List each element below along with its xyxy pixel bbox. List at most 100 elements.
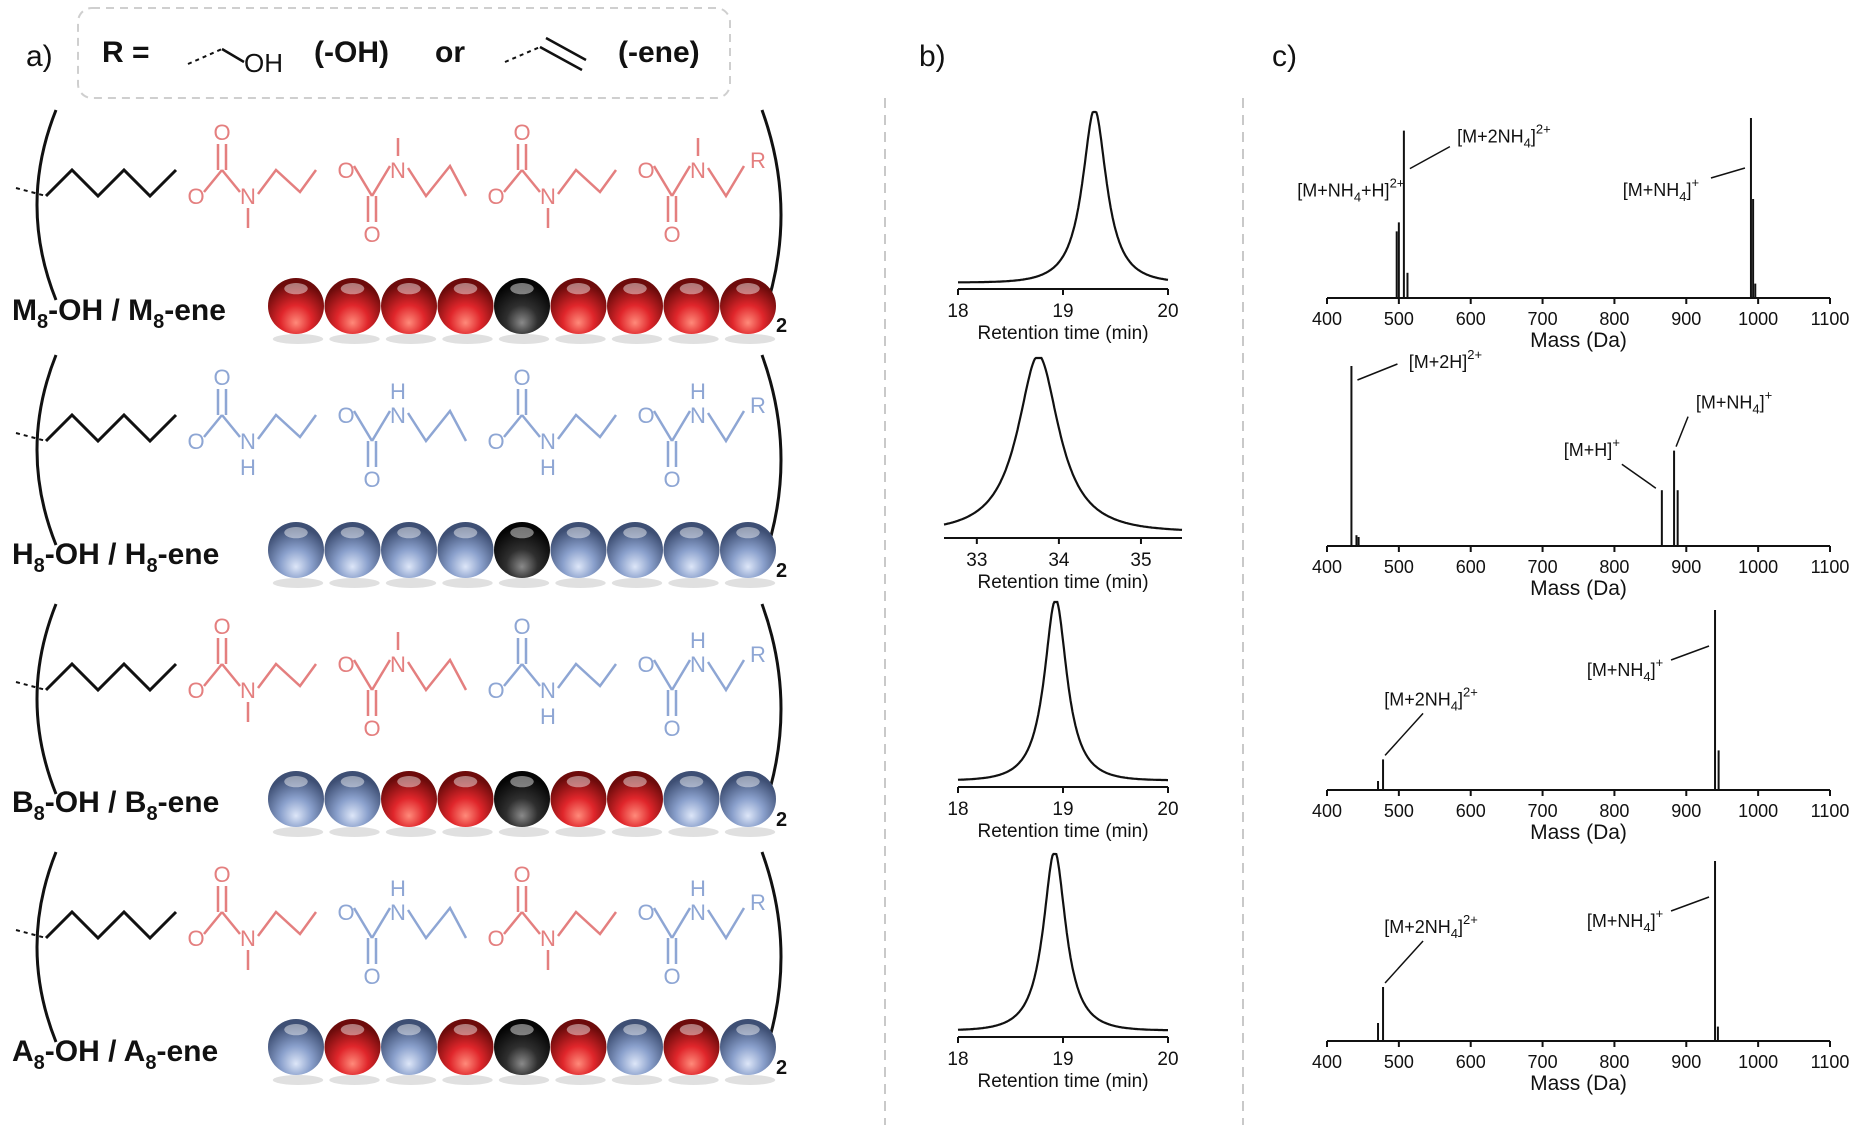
- annotation-text: [M+NH: [1297, 180, 1354, 200]
- annotation-text: [M+NH: [1696, 393, 1753, 413]
- bond: [670, 907, 692, 939]
- annotation-leader: [1621, 463, 1657, 489]
- x-tick-label: 1000: [1738, 1052, 1778, 1072]
- nitrogen-atom: N: [690, 900, 706, 925]
- alkyl-chain: [44, 412, 178, 444]
- x-tick-label: 33: [966, 550, 987, 571]
- open-parenthesis: [35, 603, 58, 795]
- carbonyl-bond: [216, 389, 228, 415]
- nitrogen-atom: N: [690, 652, 706, 677]
- bead-shadow: [385, 334, 437, 344]
- bead-hydrogen: [324, 771, 381, 827]
- bead-highlight: [284, 1024, 308, 1036]
- carbonyl-bond: [366, 938, 378, 964]
- annotation-text: ]: [1458, 689, 1463, 709]
- open-parenthesis: [35, 354, 58, 546]
- bead-highlight: [340, 283, 365, 295]
- bead-hydrogen: [437, 522, 494, 578]
- x-tick-label: 1100: [1811, 557, 1850, 577]
- nh-hydrogen: H: [690, 379, 706, 404]
- carbonyl-bond: [516, 144, 528, 170]
- x-tick-label: 500: [1384, 309, 1414, 329]
- x-tick-label: 900: [1671, 309, 1701, 329]
- sequence-label: M8-OH / M8-ene: [12, 294, 226, 333]
- attachment-bond: [15, 432, 47, 442]
- attachment-bond: [15, 187, 47, 197]
- annotation-subscript: 4: [1451, 698, 1458, 713]
- carbonyl-oxygen: O: [513, 120, 530, 145]
- ester-oxygen: O: [337, 158, 354, 183]
- bead-methylated: [324, 1019, 381, 1075]
- carbonyl-bond: [366, 196, 378, 222]
- x-tick-label: 20: [1157, 1049, 1178, 1070]
- nh-hydrogen: H: [240, 455, 256, 480]
- bead-highlight: [736, 776, 760, 788]
- x-tick-label: 800: [1599, 1052, 1629, 1072]
- bead-shadow: [272, 827, 324, 837]
- carbonyl-oxygen: O: [663, 467, 680, 492]
- bond: [370, 165, 392, 197]
- bead-shadow: [442, 578, 493, 588]
- bead-hydrogen: [268, 1019, 324, 1075]
- bead-highlight: [679, 283, 704, 295]
- label-text: -ene: [158, 786, 220, 819]
- carbonyl-oxygen: O: [363, 716, 380, 741]
- bead-highlight: [623, 1024, 647, 1036]
- x-tick-label: 19: [1052, 799, 1073, 820]
- bead-highlight: [510, 1024, 534, 1036]
- bead-hydrogen: [720, 1019, 776, 1075]
- x-tick-label: 400: [1312, 309, 1342, 329]
- bead-hydrogen: [663, 771, 720, 827]
- bead-shadow: [611, 334, 663, 344]
- bead-highlight: [566, 283, 591, 295]
- bead-highlight: [453, 776, 478, 788]
- bead-methylated: [663, 278, 720, 334]
- annotation-leader: [1409, 145, 1451, 170]
- bond: [203, 169, 223, 193]
- bead-hydrogen: [720, 771, 776, 827]
- bead-highlight: [736, 1024, 760, 1036]
- nitrogen-atom: N: [390, 158, 406, 183]
- bead-shadow: [668, 827, 719, 837]
- carbonyl-bond: [666, 938, 678, 964]
- bead-methylated: [720, 278, 776, 334]
- attachment-bond: [15, 681, 47, 691]
- bead-shadow: [442, 827, 493, 837]
- bead-core: [494, 278, 550, 334]
- bead-shadow: [385, 578, 437, 588]
- repeat-subscript: 2: [776, 315, 787, 337]
- bead-shadow: [329, 827, 380, 837]
- ethylene-linker: [557, 662, 618, 689]
- bead-highlight: [679, 1024, 704, 1036]
- ester-oxygen: O: [487, 184, 504, 209]
- x-tick-label: 500: [1384, 557, 1414, 577]
- bead-shadow: [555, 334, 606, 344]
- peak-annotation: [M+NH4]+: [1587, 655, 1663, 684]
- bond: [221, 414, 241, 438]
- label-text: -OH / A: [45, 1035, 146, 1068]
- label-text: M: [12, 294, 37, 327]
- bond: [652, 907, 674, 939]
- annotation-subscript: 4: [1643, 669, 1650, 684]
- bead-hydrogen: [268, 522, 324, 578]
- x-tick-label: 900: [1671, 557, 1701, 577]
- bead-shadow: [724, 578, 776, 588]
- peak-annotation: [M+2H]2+: [1409, 347, 1482, 372]
- bead-shadow: [498, 334, 550, 344]
- bond: [503, 663, 523, 687]
- x-axis-label: Mass (Da): [1530, 821, 1627, 844]
- open-parenthesis: [35, 851, 58, 1043]
- x-axis-label: Mass (Da): [1530, 329, 1627, 352]
- x-tick-label: 18: [947, 799, 968, 820]
- x-axis-label: Retention time (min): [977, 821, 1148, 842]
- ethylene-linker: [257, 662, 318, 689]
- label-text: -ene: [158, 538, 220, 571]
- label-text: -OH / M: [48, 294, 153, 327]
